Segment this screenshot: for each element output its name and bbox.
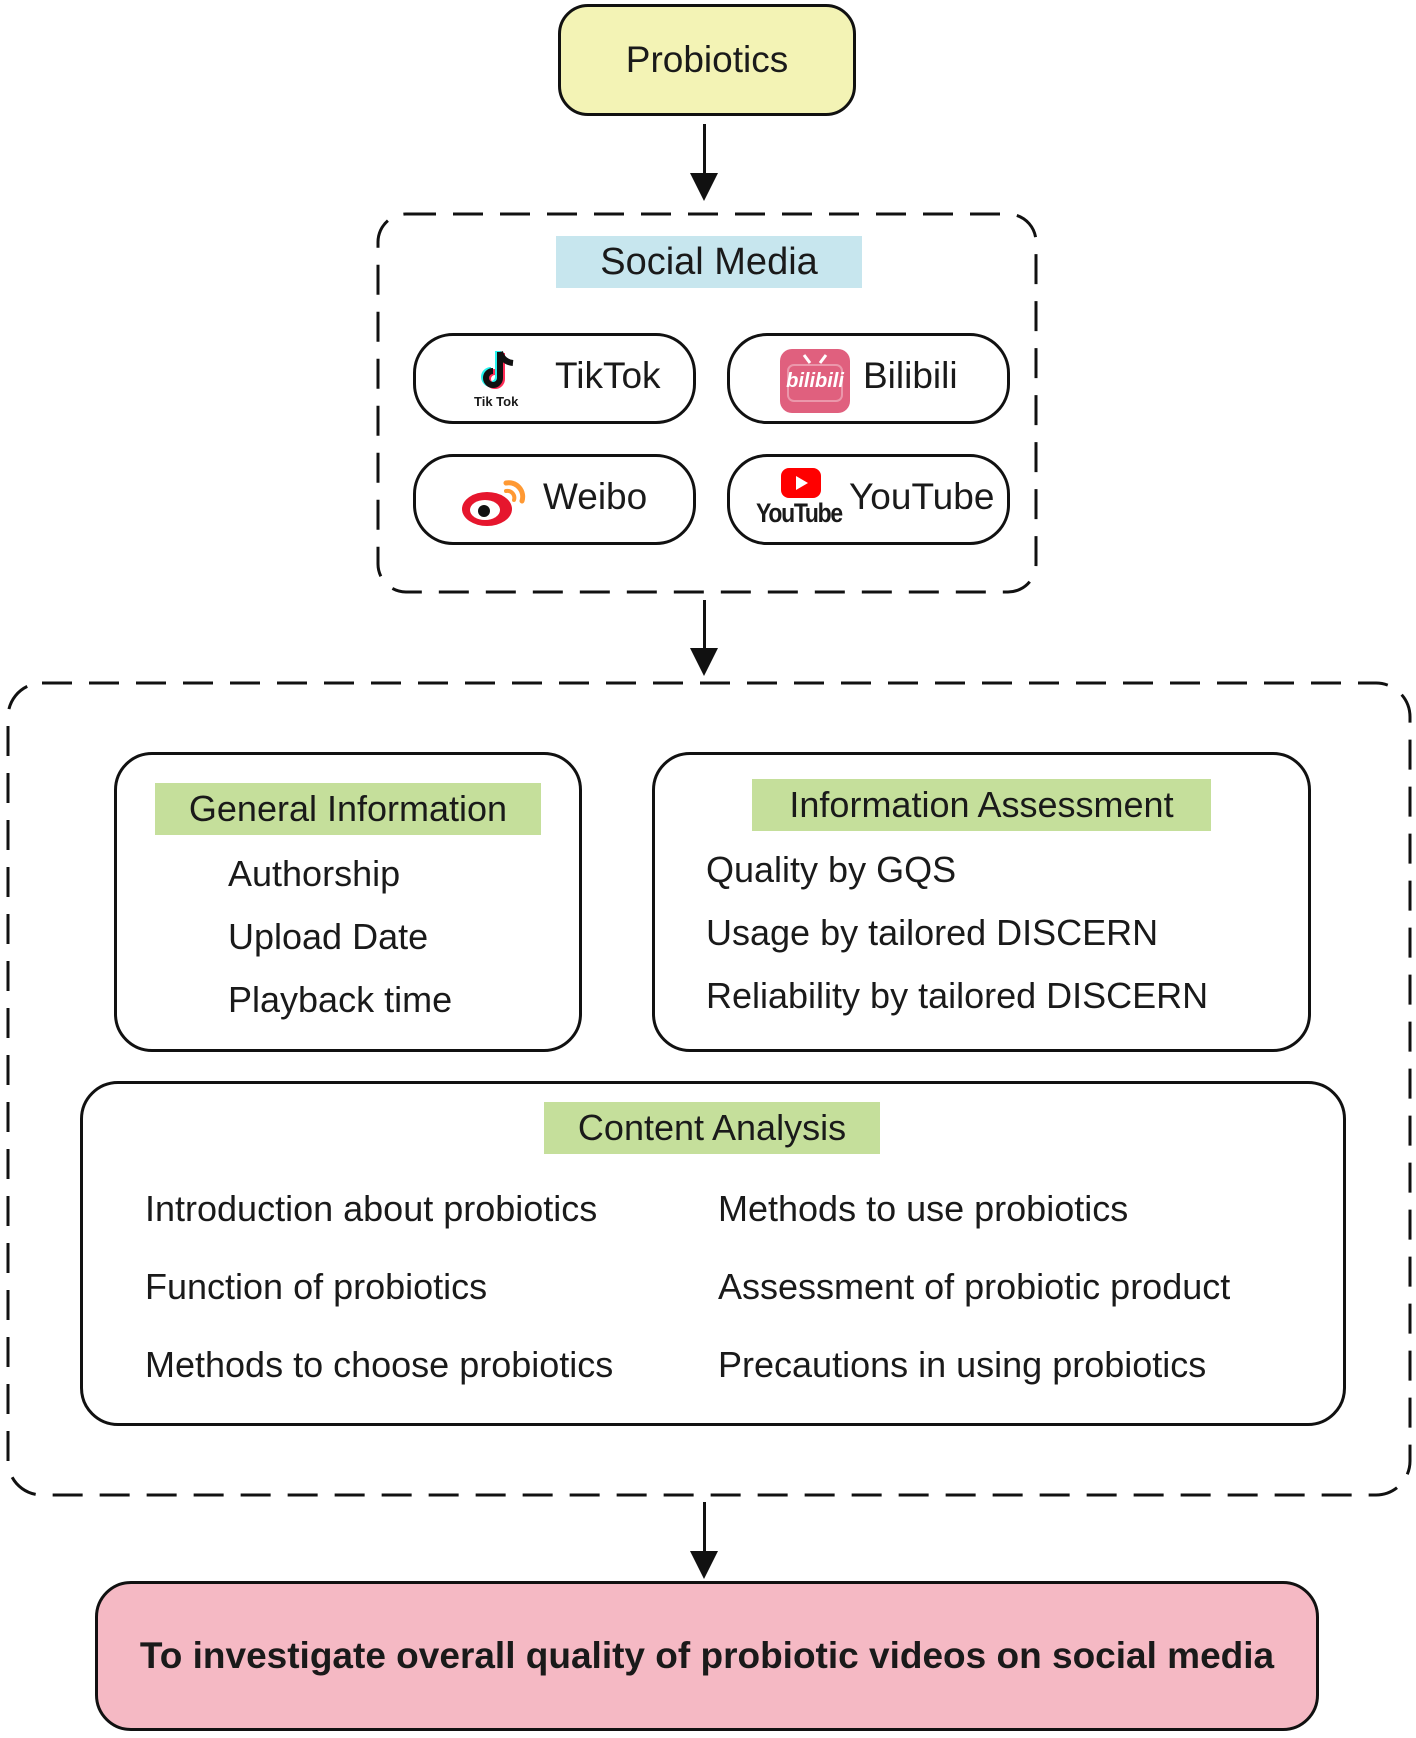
content-analysis-item: Methods to use probiotics bbox=[718, 1188, 1129, 1229]
platform-youtube: YouTube YouTube bbox=[727, 454, 1010, 545]
weibo-logo-icon bbox=[460, 475, 530, 529]
probiotics-label: Probiotics bbox=[625, 39, 789, 80]
goal-label: To investigate overall quality of probio… bbox=[139, 1635, 1275, 1676]
youtube-logo-icon: YouTube bbox=[756, 468, 846, 536]
analysis-group-frame bbox=[6, 681, 1412, 1497]
goal-node: To investigate overall quality of probio… bbox=[95, 1581, 1319, 1731]
content-analysis-item: Methods to choose probiotics bbox=[145, 1344, 614, 1385]
platform-weibo-label: Weibo bbox=[543, 476, 648, 517]
platform-youtube-label: YouTube bbox=[849, 476, 995, 517]
social-media-group-frame bbox=[376, 212, 1038, 594]
information-assessment-item: Reliability by tailored DISCERN bbox=[706, 975, 1209, 1016]
content-analysis-item: Assessment of probiotic product bbox=[718, 1266, 1231, 1307]
platform-weibo: Weibo bbox=[413, 454, 696, 545]
tiktok-logo-caption: Tik Tok bbox=[474, 394, 519, 409]
information-assessment-title: Information Assessment bbox=[752, 779, 1211, 831]
content-analysis-title: Content Analysis bbox=[544, 1102, 880, 1154]
platform-bilibili: bilibili Bilibili bbox=[727, 333, 1010, 424]
arrow-to-goal bbox=[703, 1502, 706, 1554]
platform-bilibili-label: Bilibili bbox=[863, 355, 958, 396]
content-analysis-item: Function of probiotics bbox=[145, 1266, 488, 1307]
content-analysis-item: Precautions in using probiotics bbox=[718, 1344, 1207, 1385]
general-information-title: General Information bbox=[155, 783, 541, 835]
information-assessment-item: Quality by GQS bbox=[706, 849, 957, 890]
bilibili-logo-icon: bilibili bbox=[780, 349, 850, 413]
tiktok-logo-icon: Tik Tok bbox=[474, 348, 528, 410]
arrow-head-icon bbox=[690, 173, 718, 201]
general-information-item: Upload Date bbox=[228, 916, 429, 957]
content-analysis-item: Introduction about probiotics bbox=[145, 1188, 598, 1229]
information-assessment-item: Usage by tailored DISCERN bbox=[706, 912, 1159, 953]
arrow-to-analysis bbox=[703, 600, 706, 652]
youtube-logo-caption: YouTube bbox=[756, 498, 843, 528]
platform-tiktok: Tik Tok TikTok bbox=[413, 333, 696, 424]
bilibili-logo-caption: bilibili bbox=[786, 369, 844, 392]
social-media-title: Social Media bbox=[556, 236, 862, 288]
general-information-item: Authorship bbox=[228, 853, 401, 894]
arrow-head-icon bbox=[690, 648, 718, 676]
arrow-to-social-media bbox=[703, 124, 706, 176]
general-information-item: Playback time bbox=[228, 979, 453, 1020]
platform-tiktok-label: TikTok bbox=[555, 355, 661, 396]
probiotics-start-node: Probiotics bbox=[558, 4, 856, 116]
arrow-head-icon bbox=[690, 1551, 718, 1579]
